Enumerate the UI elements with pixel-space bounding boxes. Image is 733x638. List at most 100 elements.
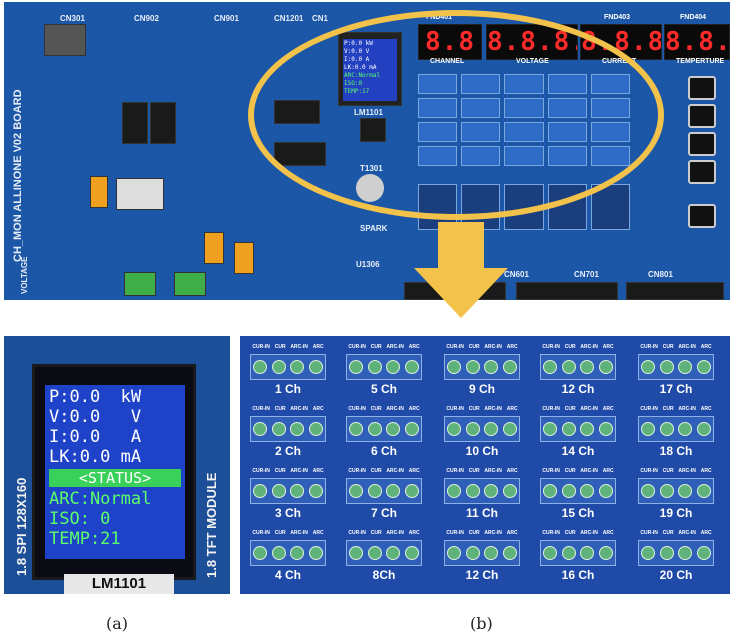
- terminal-header: CUR-IN: [542, 344, 560, 350]
- terminal-header: ARC: [506, 406, 518, 412]
- connector-db9: [44, 24, 86, 56]
- terminal-header: ARC-IN: [678, 468, 696, 474]
- terminal-header: CUR: [274, 344, 286, 350]
- terminal-screw-icon: [386, 484, 401, 498]
- terminal-screw-icon: [641, 360, 656, 374]
- terminal-header: ARC: [602, 530, 614, 536]
- terminal-header: CUR: [274, 406, 286, 412]
- channel-label: 19 Ch: [659, 506, 693, 520]
- terminal-header: CUR-IN: [348, 530, 366, 536]
- terminal-screw-icon: [598, 360, 613, 374]
- terminal-header: CUR-IN: [348, 406, 366, 412]
- channel-label: 18 Ch: [659, 444, 693, 458]
- terminal-header: CUR: [564, 344, 576, 350]
- terminal-strip: [346, 478, 422, 504]
- push-button: [688, 104, 716, 128]
- terminal-strip: [638, 416, 714, 442]
- terminal-screw-icon: [367, 546, 382, 560]
- terminal-header: ARC-IN: [484, 344, 502, 350]
- voltage-label: VOLTAGE: [20, 256, 29, 294]
- terminal-header: CUR-IN: [252, 530, 270, 536]
- terminal-screw-icon: [543, 484, 558, 498]
- terminal-header: CUR-IN: [542, 530, 560, 536]
- terminal-screw-icon: [678, 360, 693, 374]
- terminal-screw-icon: [271, 484, 286, 498]
- terminal-screw-icon: [386, 422, 401, 436]
- terminal-header: ARC-IN: [290, 406, 308, 412]
- connector-label: CN801: [648, 270, 673, 279]
- terminal-header: ARC: [602, 468, 614, 474]
- terminal-screw-icon: [641, 484, 656, 498]
- terminal-block: [124, 272, 156, 296]
- terminal-header: CUR: [662, 406, 674, 412]
- ribbon-connector: [626, 282, 724, 300]
- lcd-leak: LK:0.0 mA: [49, 447, 142, 467]
- terminal-header: CUR-IN: [446, 530, 464, 536]
- terminal-header: ARC-IN: [678, 406, 696, 412]
- terminal-screw-icon: [696, 422, 711, 436]
- terminal-screw-icon: [404, 360, 419, 374]
- terminal-screw-icon: [253, 422, 268, 436]
- channel-label: 10 Ch: [465, 444, 499, 458]
- terminal-header: CUR: [468, 406, 480, 412]
- terminal-screw-icon: [580, 360, 595, 374]
- terminal-header: ARC: [312, 530, 324, 536]
- terminal-screw-icon: [659, 484, 674, 498]
- terminal-screw-icon: [349, 360, 364, 374]
- terminal-strip: [250, 540, 326, 566]
- terminal-strip: [346, 416, 422, 442]
- terminal-header: CUR: [370, 344, 382, 350]
- push-button: [688, 160, 716, 184]
- terminal-header: ARC-IN: [484, 468, 502, 474]
- terminal-strip: [250, 416, 326, 442]
- fuse: [204, 232, 224, 264]
- channel-label: 8Ch: [372, 568, 396, 582]
- u-label: U1306: [356, 260, 380, 269]
- board-photo: CH_MON ALLINONE V02 BOARD CN301 CN902 CN…: [4, 2, 730, 300]
- terminal-screw-icon: [659, 360, 674, 374]
- fnd-label: FND403: [604, 14, 631, 21]
- terminal-block: [174, 272, 206, 296]
- caption-b: (b): [470, 614, 493, 633]
- terminal-screw-icon: [696, 546, 711, 560]
- terminal-screw-icon: [484, 422, 499, 436]
- terminal-header: ARC-IN: [580, 344, 598, 350]
- terminal-screw-icon: [641, 422, 656, 436]
- lcd-screen: P:0.0 kW V:0.0 V I:0.0 A LK:0.0 mA <STAT…: [45, 385, 185, 559]
- terminal-header: CUR: [662, 344, 674, 350]
- terminal-header: CUR-IN: [446, 344, 464, 350]
- terminal-screw-icon: [696, 360, 711, 374]
- terminal-screw-icon: [598, 484, 613, 498]
- terminal-screw-icon: [543, 360, 558, 374]
- terminal-header: CUR: [468, 530, 480, 536]
- terminal-header: ARC: [700, 530, 712, 536]
- terminal-header: ARC: [312, 406, 324, 412]
- terminal-header: CUR: [468, 468, 480, 474]
- terminal-screw-icon: [543, 422, 558, 436]
- connector-label: CN902: [134, 14, 159, 23]
- terminal-screw-icon: [502, 484, 517, 498]
- terminal-screw-icon: [580, 484, 595, 498]
- terminal-screw-icon: [253, 484, 268, 498]
- terminal-screw-icon: [659, 546, 674, 560]
- terminal-screw-icon: [367, 484, 382, 498]
- terminal-header: CUR: [370, 530, 382, 536]
- channel-label: 14 Ch: [561, 444, 595, 458]
- lcd-spec-right: 1.8 TFT MODULE: [204, 472, 219, 578]
- terminal-screw-icon: [308, 546, 323, 560]
- temperature-display: 8.8.8.8.: [664, 24, 730, 60]
